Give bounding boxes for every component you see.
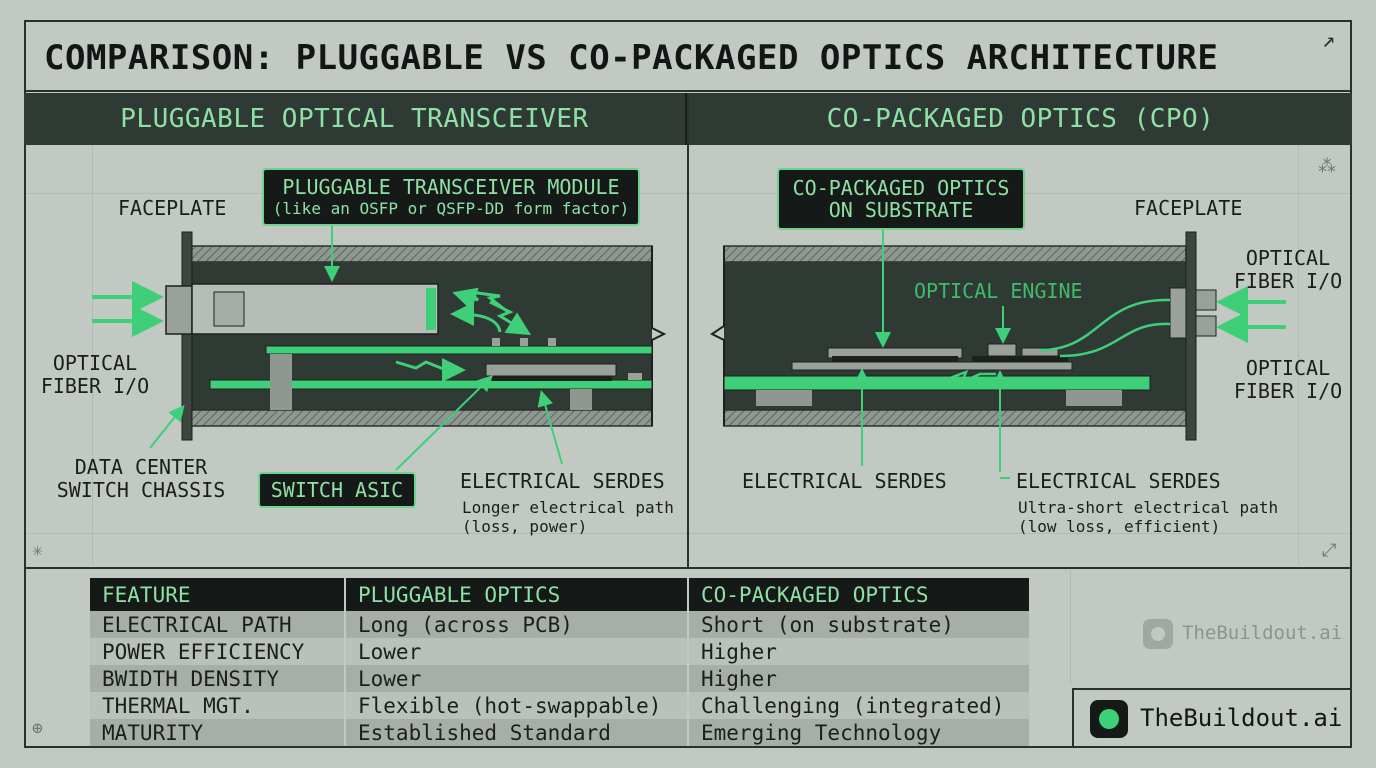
watermark-text: TheBuildout.ai: [1182, 622, 1343, 644]
table-row: THERMAL MGT. Flexible (hot-swappable) Ch…: [90, 692, 1031, 719]
watermark-logo-icon: [1143, 619, 1173, 649]
panel-divider: [687, 93, 689, 568]
cpo-substrate: [723, 343, 1151, 406]
pluggable-module-title: PLUGGABLE TRANSCEIVER MODULE: [282, 175, 620, 199]
left-signal-arrows: [92, 281, 532, 382]
right-fiber-top-line1: OPTICAL: [1245, 246, 1331, 270]
table-header-cell: PLUGGABLE OPTICS: [345, 578, 689, 611]
table-cell: POWER EFFICIENCY: [90, 638, 346, 665]
table-cell: Established Standard: [345, 719, 689, 746]
switch-asic-label: SWITCH ASIC: [270, 478, 404, 502]
chassis-label-line1: DATA CENTER: [74, 455, 208, 479]
table-header-cell: FEATURE: [90, 578, 346, 611]
sparkle-icon: ⁂: [1318, 156, 1336, 177]
left-callout-lines: [149, 224, 563, 471]
table-row: ELECTRICAL PATH Long (across PCB) Short …: [90, 611, 1031, 638]
table-header-cell: CO-PACKAGED OPTICS: [688, 578, 1031, 611]
left-serdes-note-line1: Longer electrical path: [462, 498, 674, 517]
right-serdes-note-line2: (low loss, efficient): [1018, 517, 1221, 536]
pluggable-module-subtitle: (like an OSFP or QSFP-DD form factor): [272, 199, 630, 218]
grid-line: [1298, 145, 1299, 565]
right-fiber-bottom-label: OPTICAL FIBER I/O: [1230, 357, 1346, 403]
table-cell: Higher: [688, 665, 1031, 692]
page-title: COMPARISON: PLUGGABLE VS CO-PACKAGED OPT…: [24, 20, 1352, 92]
outer-frame: [24, 20, 1352, 748]
table-cell: Challenging (integrated): [688, 692, 1031, 719]
table-divider: [24, 567, 1352, 569]
table-cell: Flexible (hot-swappable): [345, 692, 689, 719]
table-row: BWIDTH DENSITY Lower Higher: [90, 665, 1031, 692]
grid-line: [92, 145, 93, 565]
table-cell: Long (across PCB): [345, 611, 689, 638]
cpo-fibers: [949, 286, 1286, 385]
table-cell: THERMAL MGT.: [90, 692, 346, 719]
table-row: POWER EFFICIENCY Lower Higher: [90, 638, 1031, 665]
right-callout-lines: [854, 230, 1011, 479]
table-cell: Lower: [345, 665, 689, 692]
network-icon: ✳: [32, 540, 43, 561]
left-panel-header: PLUGGABLE OPTICAL TRANSCEIVER: [24, 93, 687, 145]
grid-line: [1070, 570, 1071, 685]
right-fiber-bottom-line1: OPTICAL: [1245, 356, 1331, 380]
left-fiber-label: OPTICAL FIBER I/O: [38, 352, 152, 398]
table-cell: Lower: [345, 638, 689, 665]
switch-asic-callout: SWITCH ASIC: [258, 472, 416, 508]
table-cell: BWIDTH DENSITY: [90, 665, 346, 692]
left-chassis: [189, 245, 667, 427]
resize-icon[interactable]: ⤢: [1322, 540, 1337, 561]
right-fiber-top-label: OPTICAL FIBER I/O: [1230, 247, 1346, 293]
left-serdes-note-line2: (loss, power): [462, 517, 588, 536]
table-row: MATURITY Established Standard Emerging T…: [90, 719, 1031, 746]
right-serdes-note: Ultra-short electrical path (low loss, e…: [1018, 498, 1278, 536]
right-fiber-bottom-line2: FIBER I/O: [1233, 379, 1343, 403]
right-faceplate-label: FACEPLATE: [1134, 196, 1243, 220]
left-serdes-label: ELECTRICAL SERDES: [460, 469, 665, 493]
cpo-callout-line2: ON SUBSTRATE: [828, 198, 974, 222]
right-panel-header: CO-PACKAGED OPTICS (CPO): [689, 93, 1352, 145]
table-cell: Short (on substrate): [688, 611, 1031, 638]
left-fiber-label-line2: FIBER I/O: [40, 374, 150, 398]
left-fiber-label-line1: OPTICAL: [52, 351, 138, 375]
right-serdes-right-label: ELECTRICAL SERDES: [1016, 469, 1221, 493]
right-serdes-left-label: ELECTRICAL SERDES: [742, 469, 947, 493]
expand-arrow-icon[interactable]: ↗: [1322, 28, 1336, 53]
pluggable-module-callout: PLUGGABLE TRANSCEIVER MODULE (like an OS…: [262, 168, 640, 226]
chassis-label: DATA CENTER SWITCH CHASSIS: [48, 456, 234, 502]
comparison-table: FEATURE PLUGGABLE OPTICS CO-PACKAGED OPT…: [90, 578, 1031, 746]
cpo-substrate-callout: CO-PACKAGED OPTICS ON SUBSTRATE: [777, 168, 1025, 230]
table-cell: ELECTRICAL PATH: [90, 611, 346, 638]
right-fiber-top-line2: FIBER I/O: [1233, 269, 1343, 293]
table-cell: Higher: [688, 638, 1031, 665]
cpo-callout-line1: CO-PACKAGED OPTICS: [792, 176, 1010, 200]
chassis-label-line2: SWITCH CHASSIS: [56, 478, 226, 502]
right-serdes-note-line1: Ultra-short electrical path: [1018, 498, 1279, 517]
left-pcb: [209, 338, 653, 410]
optical-engine-label: OPTICAL ENGINE: [914, 279, 1083, 303]
table-cell: Emerging Technology: [688, 719, 1031, 746]
brand-name: TheBuildout.ai: [1140, 704, 1343, 732]
table-header-row: FEATURE PLUGGABLE OPTICS CO-PACKAGED OPT…: [90, 578, 1031, 611]
left-faceplate: [181, 231, 193, 441]
pluggable-module: [165, 283, 439, 335]
table-cell: MATURITY: [90, 719, 346, 746]
brand-logo-icon: [1090, 700, 1128, 738]
globe-icon: ⊕: [32, 718, 43, 739]
left-faceplate-label: FACEPLATE: [118, 196, 227, 220]
brand-badge[interactable]: TheBuildout.ai: [1072, 688, 1352, 748]
left-serdes-note: Longer electrical path (loss, power): [462, 498, 674, 536]
